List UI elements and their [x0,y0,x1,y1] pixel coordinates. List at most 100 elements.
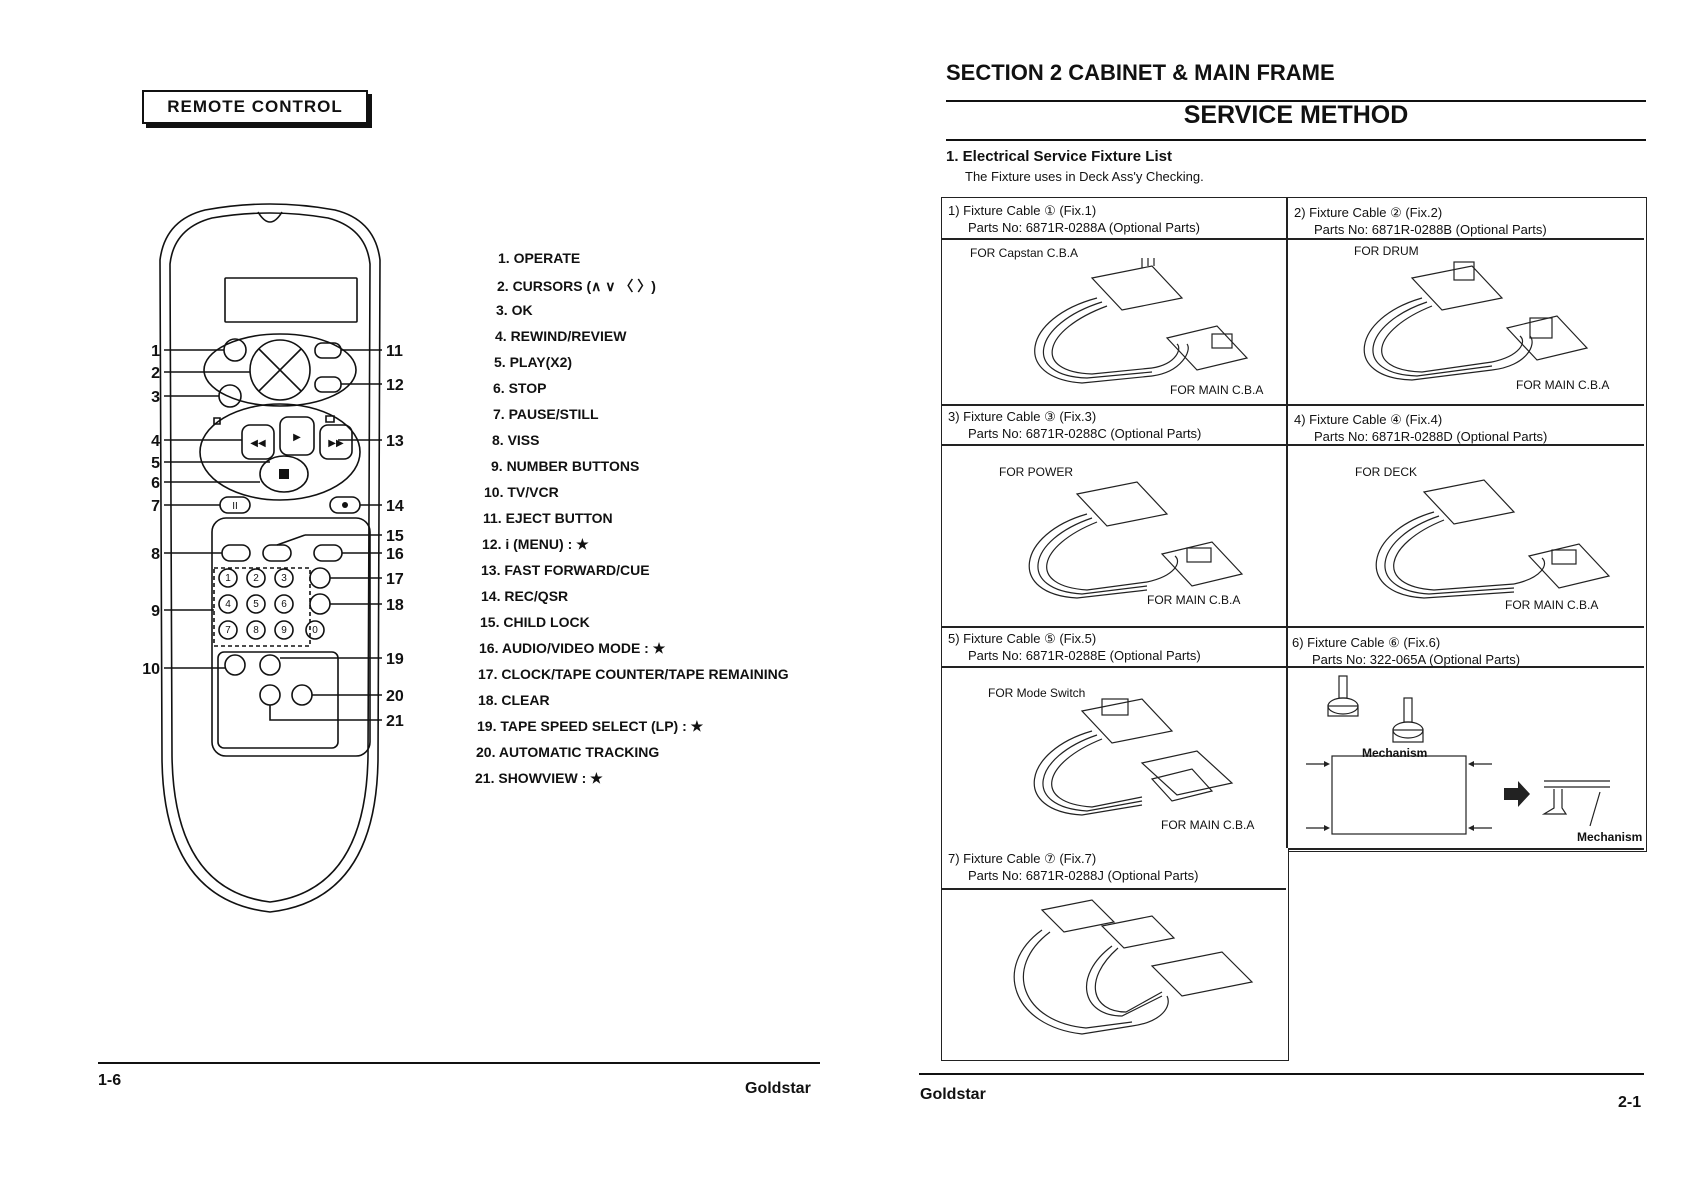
title-rule [946,100,1646,102]
fixture-2-bottom-label: FOR MAIN C.B.A [1516,378,1610,392]
section-subheading: The Fixture uses in Deck Ass'y Checking. [965,169,1204,184]
fixture-6-header: 6) Fixture Cable ⑥ (Fix.6) Parts No: 322… [1292,634,1520,668]
fixture-3-bottom-label: FOR MAIN C.B.A [1147,593,1241,607]
legend-item: 20. AUTOMATIC TRACKING [476,744,660,760]
fixture-3-top-label: FOR POWER [999,465,1073,479]
callout-15: 15 [386,528,404,545]
legend-item: 19. TAPE SPEED SELECT (LP) : ★ [477,718,704,734]
legend-item: 18. CLEAR [478,692,550,708]
fixture-title: 4) Fixture Cable ④ (Fix.4) [1294,412,1443,427]
fixture-4-header: 4) Fixture Cable ④ (Fix.4) Parts No: 687… [1294,411,1547,445]
key-3: 3 [281,573,287,584]
callout-12: 12 [386,377,404,394]
legend-item: 13. FAST FORWARD/CUE [481,562,650,578]
legend-item: 17. CLOCK/TAPE COUNTER/TAPE REMAINING [478,666,789,682]
fixture-6-illustration [1306,675,1610,835]
legend-item: 3. OK [496,302,533,318]
legend-item: 8. VISS [492,432,540,448]
callout-6: 6 [151,475,160,492]
fixture-3-header: 3) Fixture Cable ③ (Fix.3) Parts No: 687… [948,408,1201,442]
fixture-title: 2) Fixture Cable ② (Fix.2) [1294,205,1443,220]
callout-4: 4 [151,433,160,450]
title-rule [946,139,1646,141]
fixture-7-header: 7) Fixture Cable ⑦ (Fix.7) Parts No: 687… [948,850,1199,884]
row-divider [942,444,1644,446]
section-title: SECTION 2 CABINET & MAIN FRAME [946,60,1335,85]
fixture-table: 1) Fixture Cable ① (Fix.1) Parts No: 687… [941,197,1647,852]
fixture-parts-no: Parts No: 6871R-0288A (Optional Parts) [968,220,1200,235]
fixture-cable-2-illustration [1363,261,1589,381]
legend-item: 10. TV/VCR [484,484,559,500]
key-1: 1 [225,573,231,584]
key-5: 5 [253,599,259,610]
row-divider [942,888,1286,890]
fixture-parts-no: Parts No: 6871R-0288E (Optional Parts) [968,648,1201,663]
fixture-cable-3-illustration [1028,481,1244,599]
callout-8: 8 [151,546,160,563]
key-4: 4 [225,599,231,610]
fixture-cable-7-illustration [1013,899,1254,1035]
fixture-parts-no: Parts No: 322-065A (Optional Parts) [1312,652,1521,667]
callout-20: 20 [386,688,404,705]
callout-16: 16 [386,546,404,563]
fixture-1-header: 1) Fixture Cable ① (Fix.1) Parts No: 687… [948,202,1200,236]
fixture-cable-5-illustration [1033,698,1234,816]
svg-text:II: II [232,501,238,512]
brand-name: Goldstar [920,1086,986,1103]
callout-13: 13 [386,433,404,450]
fixture-parts-no: Parts No: 6871R-0288J (Optional Parts) [968,868,1199,883]
fixture-title: 3) Fixture Cable ③ (Fix.3) [948,409,1097,424]
legend-item: 4. REWIND/REVIEW [495,328,627,344]
fixture-title: 5) Fixture Cable ⑤ (Fix.5) [948,631,1097,646]
callout-17: 17 [386,571,404,588]
svg-text:◀◀: ◀◀ [250,438,266,449]
row-divider [942,626,1644,628]
section-heading: 1. Electrical Service Fixture List [946,148,1172,165]
column-divider [1286,198,1288,848]
key-8: 8 [253,625,259,636]
mechanism-label: Mechanism [1362,746,1428,760]
fixture-parts-no: Parts No: 6871R-0288C (Optional Parts) [968,426,1202,441]
fixture-cable-4-illustration [1375,479,1611,599]
row-divider [942,404,1644,406]
legend-item: 15. CHILD LOCK [480,614,590,630]
key-0: 0 [312,625,318,636]
fixture-parts-no: Parts No: 6871R-0288B (Optional Parts) [1314,222,1547,237]
remote-control-diagram: ◀◀ ▶ ▶▶ II 1 2 3 4 5 6 7 8 9 0 1 2 3 4 5… [142,203,404,913]
row-divider [942,238,1286,240]
callout-18: 18 [386,597,404,614]
footer-rule [98,1062,820,1064]
svg-text:▶▶: ▶▶ [328,438,344,449]
mechanism-side-label: Mechanism [1577,830,1643,844]
legend-item: 11. EJECT BUTTON [483,510,613,526]
callout-19: 19 [386,651,404,668]
fixture-2-top-label: FOR DRUM [1354,244,1419,258]
svg-text:▶: ▶ [293,432,301,443]
row-divider [942,848,1644,850]
service-method-title: SERVICE METHOD [1183,101,1409,129]
legend-item: 5. PLAY(X2) [494,354,573,370]
fixture-7-box: 7) Fixture Cable ⑦ (Fix.7) Parts No: 687… [941,848,1289,1061]
legend-item: 21. SHOWVIEW : ★ [475,770,603,786]
page-number: 1-6 [98,1072,122,1089]
legend-item: 6. STOP [493,380,547,396]
callout-14: 14 [386,498,404,515]
brand-name: Goldstar [745,1080,811,1097]
fixture-parts-no: Parts No: 6871R-0288D (Optional Parts) [1314,429,1548,444]
legend-item: 12. i (MENU) : ★ [482,536,589,552]
fixture-title: 1) Fixture Cable ① (Fix.1) [948,203,1097,218]
fixture-title: 6) Fixture Cable ⑥ (Fix.6) [1292,635,1441,650]
fixture-title: 7) Fixture Cable ⑦ (Fix.7) [948,851,1097,866]
row-divider [1288,238,1644,240]
callout-1: 1 [151,343,160,360]
legend-item: 1. OPERATE [498,250,581,266]
right-page: SECTION 2 CABINET & MAIN FRAME SERVICE M… [841,0,1683,1191]
left-page: REMOTE CONTROL [0,0,841,1191]
fixture-4-bottom-label: FOR MAIN C.B.A [1505,598,1599,612]
legend-item: 2. CURSORS (∧ ∨ 〈 〉) [497,278,656,294]
fixture-1-bottom-label: FOR MAIN C.B.A [1170,383,1264,397]
key-2: 2 [253,573,259,584]
legend-item: 16. AUDIO/VIDEO MODE : ★ [479,640,666,656]
key-6: 6 [281,599,287,610]
callout-11: 11 [386,343,403,360]
